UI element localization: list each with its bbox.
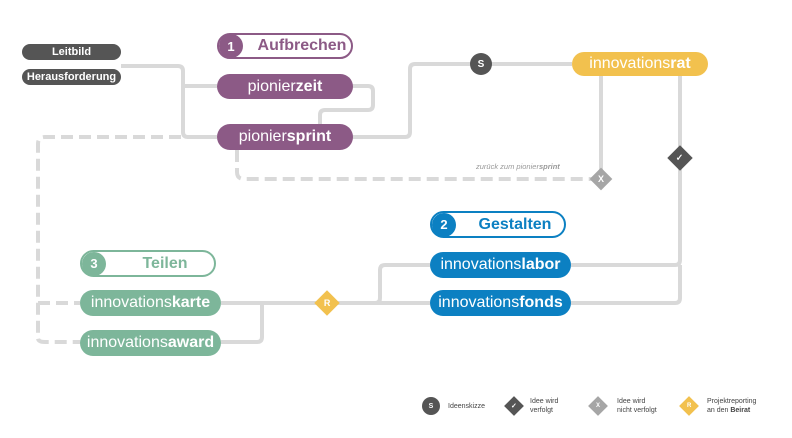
line-award-to-r <box>221 303 264 344</box>
phase-1-header: 1 Aufbrechen <box>217 33 353 59</box>
line-rat-to-labor <box>571 76 682 267</box>
herausforderung-pill: Herausforderung <box>22 69 121 85</box>
check-icon: ✓ <box>511 403 517 410</box>
label-bold: zeit <box>295 77 323 95</box>
legend-s-label: Ideenskizze <box>448 403 485 410</box>
label-bold: award <box>167 334 215 351</box>
line-zeit-to-sprint <box>318 84 375 124</box>
phase-title: Aufbrechen <box>257 37 347 54</box>
label-prefix: innovations <box>438 294 520 311</box>
phase-title: Teilen <box>142 254 188 272</box>
label-prefix: innovations <box>589 55 671 72</box>
note-prefix: zurück zum pionier <box>476 162 539 171</box>
label-prefix: innovations <box>440 256 522 273</box>
phase-3-header: 3 Teilen <box>80 250 216 277</box>
label-prefix: innovations <box>86 334 168 351</box>
note-bold: sprint <box>538 162 560 171</box>
legend-x-label: Idee wird nicht verfolgt <box>617 397 657 415</box>
label-bold: fonds <box>519 294 563 311</box>
line-sprint-to-rat <box>352 62 572 139</box>
legend-line: Idee wird <box>617 398 646 405</box>
legend-line: Projektreporting <box>707 398 757 405</box>
label-prefix: innovations <box>90 294 172 311</box>
label-bold: karte <box>171 294 211 311</box>
dashed-line-back-to-sprint <box>235 150 601 181</box>
phase-number: 3 <box>82 251 106 276</box>
phase-number: 1 <box>219 34 243 58</box>
phase-2-header: 2 Gestalten <box>430 211 566 238</box>
legend-text: an den <box>707 407 731 414</box>
legend-bold: Beirat <box>730 407 751 414</box>
line-fonds-to-rat <box>571 265 682 305</box>
dashed-line-sprint-to-teilen <box>36 135 217 344</box>
r-icon: R <box>686 403 692 409</box>
back-to-sprint-note: zurück zum pioniersprint <box>476 162 560 171</box>
check-icon: ✓ <box>676 152 684 163</box>
legend-line: Idee wird <box>530 398 559 405</box>
label-prefix: pionier <box>247 77 296 95</box>
label-bold: rat <box>670 55 691 72</box>
legend-line: verfolgt <box>530 407 553 414</box>
label-prefix: pionier <box>238 128 287 145</box>
phase-number: 2 <box>432 212 456 237</box>
x-icon: X <box>595 402 601 409</box>
phase-title: Gestalten <box>478 215 552 233</box>
r-icon: R <box>323 298 331 308</box>
line-inputs-to-sprint <box>121 64 217 139</box>
legend-s-icon: S <box>422 397 440 415</box>
leitbild-pill: Leitbild <box>22 44 121 60</box>
label-bold: sprint <box>286 128 332 145</box>
legend-check-label: Idee wird verfolgt <box>530 397 558 415</box>
sketch-marker-s: S <box>470 53 492 75</box>
legend-line: an den Beirat <box>707 406 756 415</box>
x-icon: X <box>597 173 605 184</box>
legend-line: nicht verfolgt <box>617 407 657 414</box>
label-bold: labor <box>521 256 561 273</box>
